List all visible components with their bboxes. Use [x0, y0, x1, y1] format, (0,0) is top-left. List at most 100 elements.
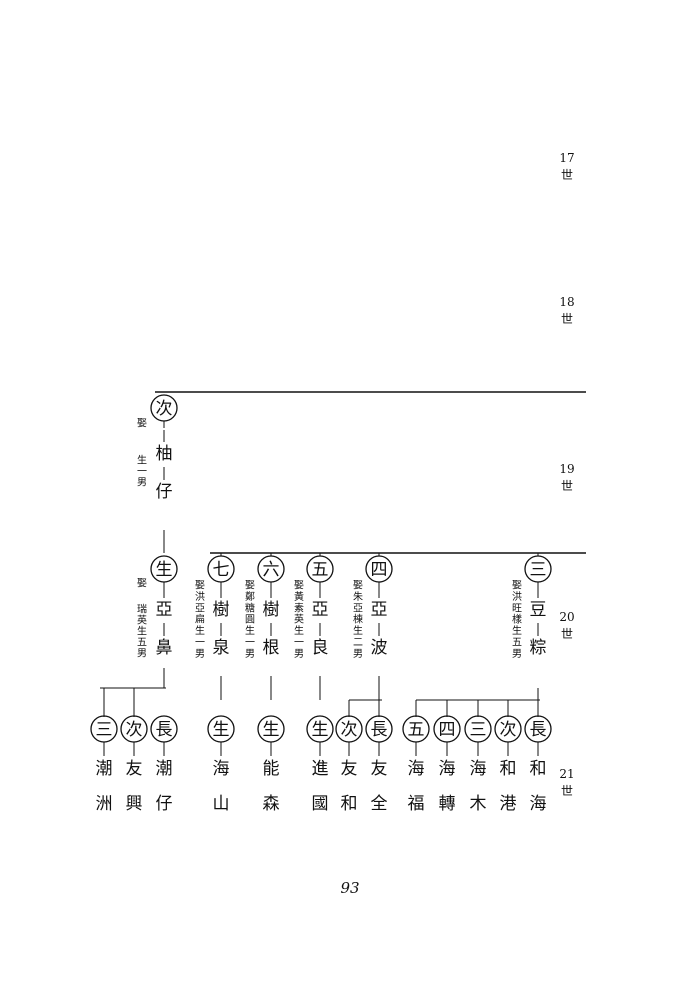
person-name: 進: [312, 759, 329, 779]
order-label: 六: [263, 560, 280, 580]
person-name: 和: [530, 759, 547, 779]
generation-number: 21: [559, 767, 575, 781]
spouse-note: 生: [512, 624, 522, 637]
person-name: 樹: [263, 600, 280, 620]
person-name: 能: [263, 759, 280, 779]
person-name: 福: [408, 794, 425, 814]
person-name: 柚: [156, 444, 173, 464]
spouse-note: 男: [512, 648, 522, 660]
person-name: 泉: [213, 638, 230, 658]
spouse-note: 娶: [137, 418, 147, 430]
person-name: 潮: [156, 759, 173, 779]
person-name: 粽: [530, 638, 547, 658]
spouse-note: 男: [195, 648, 205, 660]
person-name: 洲: [96, 794, 113, 814]
spouse-note: 洪: [512, 591, 522, 603]
person-name: 根: [263, 638, 280, 658]
person-name: 友: [126, 759, 143, 779]
order-label: 生: [213, 720, 230, 740]
generation-number: 19: [559, 462, 575, 476]
person-name: 全: [371, 794, 388, 814]
person-name: 鼻: [156, 638, 173, 658]
spouse-note: 男: [137, 477, 147, 489]
spouse-note: 圓: [245, 614, 255, 626]
person-name: 樹: [213, 600, 230, 620]
person-name: 和: [341, 794, 358, 814]
spouse-note: 瑞: [137, 604, 147, 616]
spouse-note: 扁: [195, 613, 205, 626]
spouse-note: 娶: [195, 580, 205, 592]
person-name: 仔: [156, 482, 173, 502]
spouse-note: 棟: [353, 613, 363, 626]
spouse-note: 英: [137, 614, 147, 627]
order-label: 長: [371, 720, 388, 740]
order-label: 長: [530, 720, 547, 740]
spouse-note: 男: [353, 648, 363, 660]
generation-marker-17: 17 世: [552, 150, 582, 184]
generation-char: 世: [560, 784, 573, 798]
order-label: 長: [156, 720, 173, 740]
person-name: 仔: [156, 794, 173, 814]
order-label: 生: [156, 560, 173, 580]
generation-char: 世: [560, 479, 573, 493]
order-label: 五: [408, 720, 425, 740]
generation-marker-21: 21 世: [552, 766, 582, 800]
order-label: 次: [156, 399, 173, 419]
generation-char: 世: [560, 312, 573, 326]
spouse-note: 娶: [353, 580, 363, 592]
person-name: 亞: [312, 600, 329, 620]
person-name: 良: [312, 638, 329, 658]
order-label: 五: [312, 560, 329, 580]
order-label: 生: [263, 720, 280, 740]
spouse-note: 樣: [512, 613, 522, 626]
spouse-note: 娶: [294, 580, 304, 592]
spouse-note: 二: [353, 638, 363, 649]
spouse-note: 洪: [195, 591, 205, 603]
person-name: 海: [213, 759, 230, 779]
spouse-note: 一: [137, 467, 147, 478]
spouse-note: 亞: [353, 603, 363, 614]
person-name: 亞: [156, 600, 173, 620]
person-name: 海: [470, 759, 487, 779]
spouse-note: 糖: [245, 601, 255, 614]
generation-marker-19: 19 世: [552, 461, 582, 495]
order-label: 次: [500, 720, 517, 740]
spouse-note: 五: [512, 638, 522, 649]
spouse-note: 一: [195, 638, 205, 649]
person-name: 森: [263, 794, 280, 814]
spouse-note: 生: [353, 624, 363, 637]
spouse-note: 娶: [245, 580, 255, 592]
person-name: 山: [213, 794, 230, 814]
generation-number: 20: [559, 610, 575, 624]
spouse-note: 生: [137, 454, 147, 467]
spouse-note: 朱: [353, 591, 363, 603]
order-label: 三: [96, 720, 113, 740]
person-name: 波: [371, 638, 388, 658]
person-name: 木: [470, 794, 487, 814]
person-name: 友: [341, 759, 358, 779]
spouse-note: 男: [294, 648, 304, 660]
person-name: 轉: [439, 794, 456, 814]
generation-marker-20: 20 世: [552, 609, 582, 643]
order-label: 三: [470, 720, 487, 740]
spouse-note: 生: [294, 624, 304, 637]
person-name: 潮: [96, 759, 113, 779]
order-label: 次: [341, 720, 358, 740]
spouse-note: 黃: [294, 590, 304, 603]
generation-number: 18: [559, 295, 575, 309]
generation-number: 17: [559, 151, 575, 165]
spouse-note: 男: [137, 648, 147, 660]
spouse-note: 素: [294, 601, 304, 614]
person-name: 海: [439, 759, 456, 779]
spouse-note: 男: [245, 648, 255, 660]
page-number: 93: [340, 879, 360, 897]
person-name: 興: [126, 794, 143, 814]
person-name: 亞: [371, 600, 388, 620]
person-name: 海: [530, 794, 547, 814]
spouse-note: 生: [195, 624, 205, 637]
spouse-note: 亞: [195, 603, 205, 614]
person-name: 和: [500, 759, 517, 779]
spouse-note: 娶: [137, 578, 147, 590]
spouse-note: 英: [294, 613, 304, 626]
